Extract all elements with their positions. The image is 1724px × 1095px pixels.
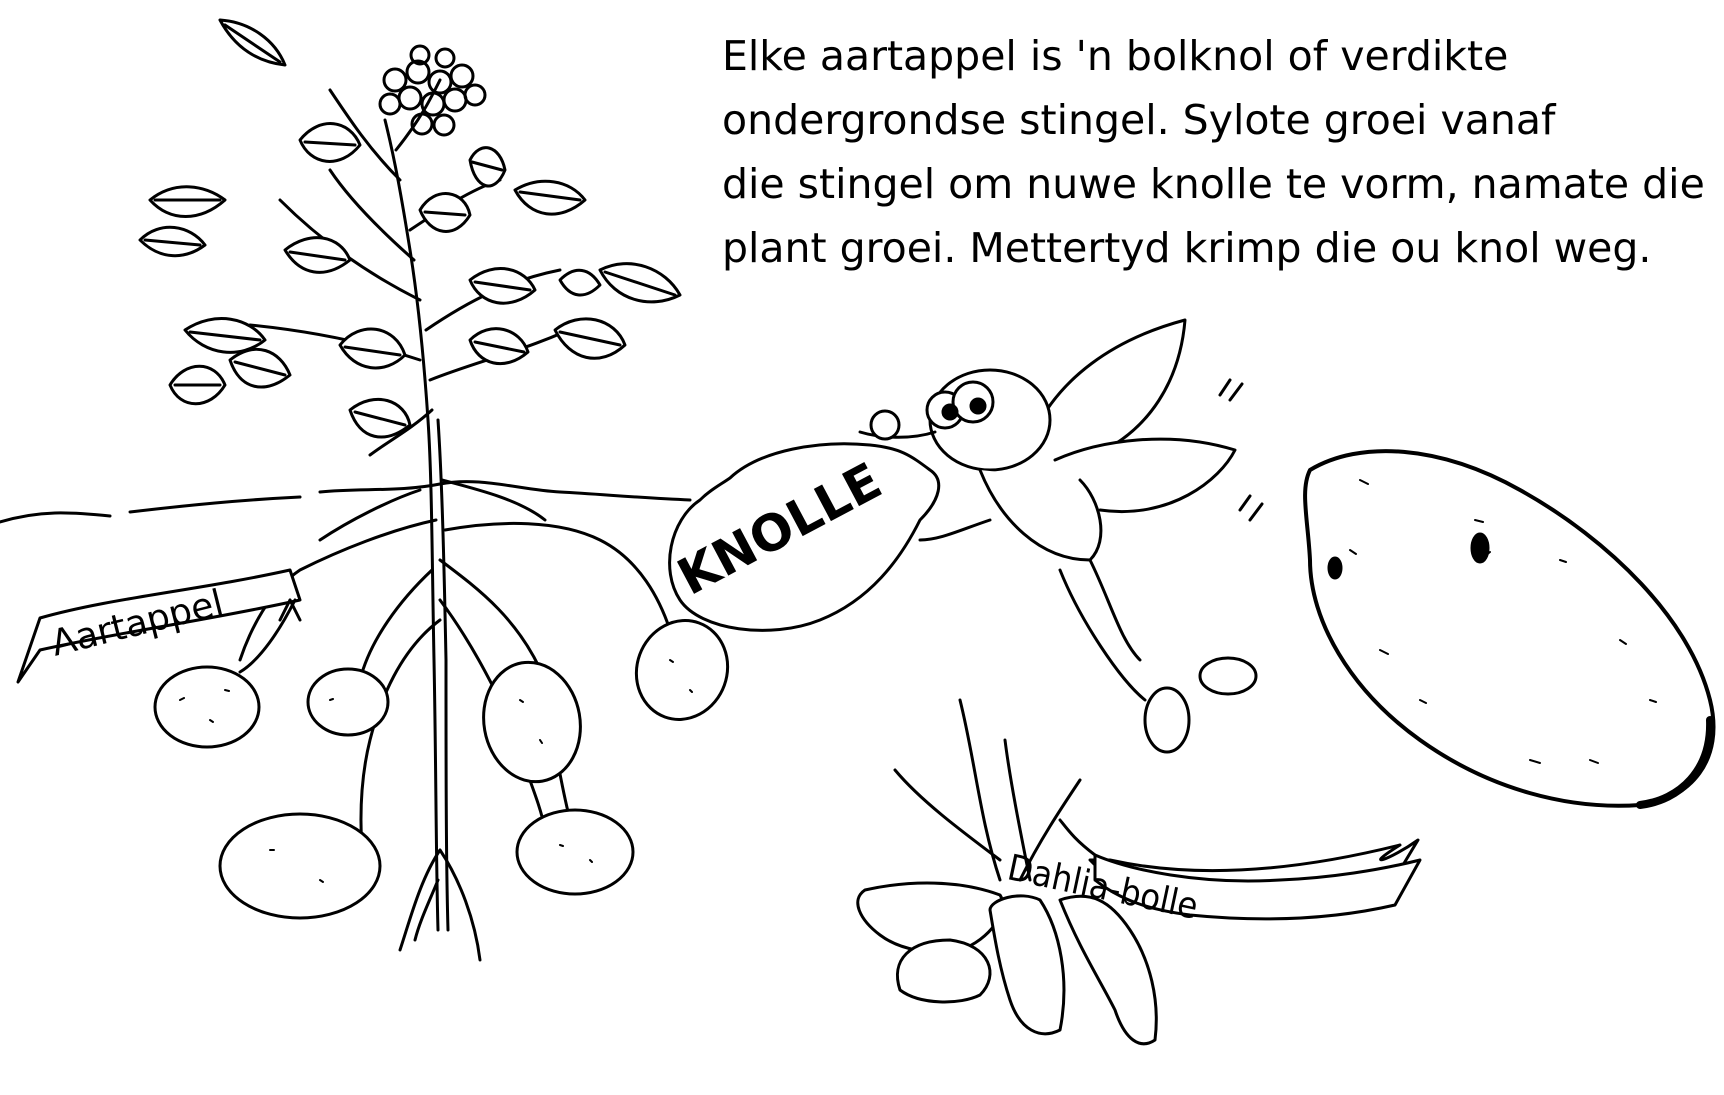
tuber-icon [153,619,730,920]
potato-plant-icon [138,18,682,962]
speech-bubble-icon: KNOLLE [668,442,941,632]
aartappel-label: Aartappel [47,582,227,664]
caption-line-4: plant groei. Mettertyd krimp die ou knol… [722,224,1652,272]
dahlia-bulbs-icon [856,698,1158,1046]
large-potato-icon [1303,449,1716,809]
aartappel-label-banner: Aartappel [16,568,302,684]
caption-text: Elke aartappel is 'n bolknol of verdikte… [722,24,1717,280]
fairy-character-icon [858,318,1264,754]
caption-line-3: die stingel om nuwe knolle te vorm, nama… [722,160,1705,208]
caption-line-1: Elke aartappel is 'n bolknol of verdikte [722,32,1509,80]
ground-line [0,480,692,524]
flower-cluster-icon [378,44,487,137]
caption-line-2: ondergrondse stingel. Sylote groei vanaf [722,96,1556,144]
